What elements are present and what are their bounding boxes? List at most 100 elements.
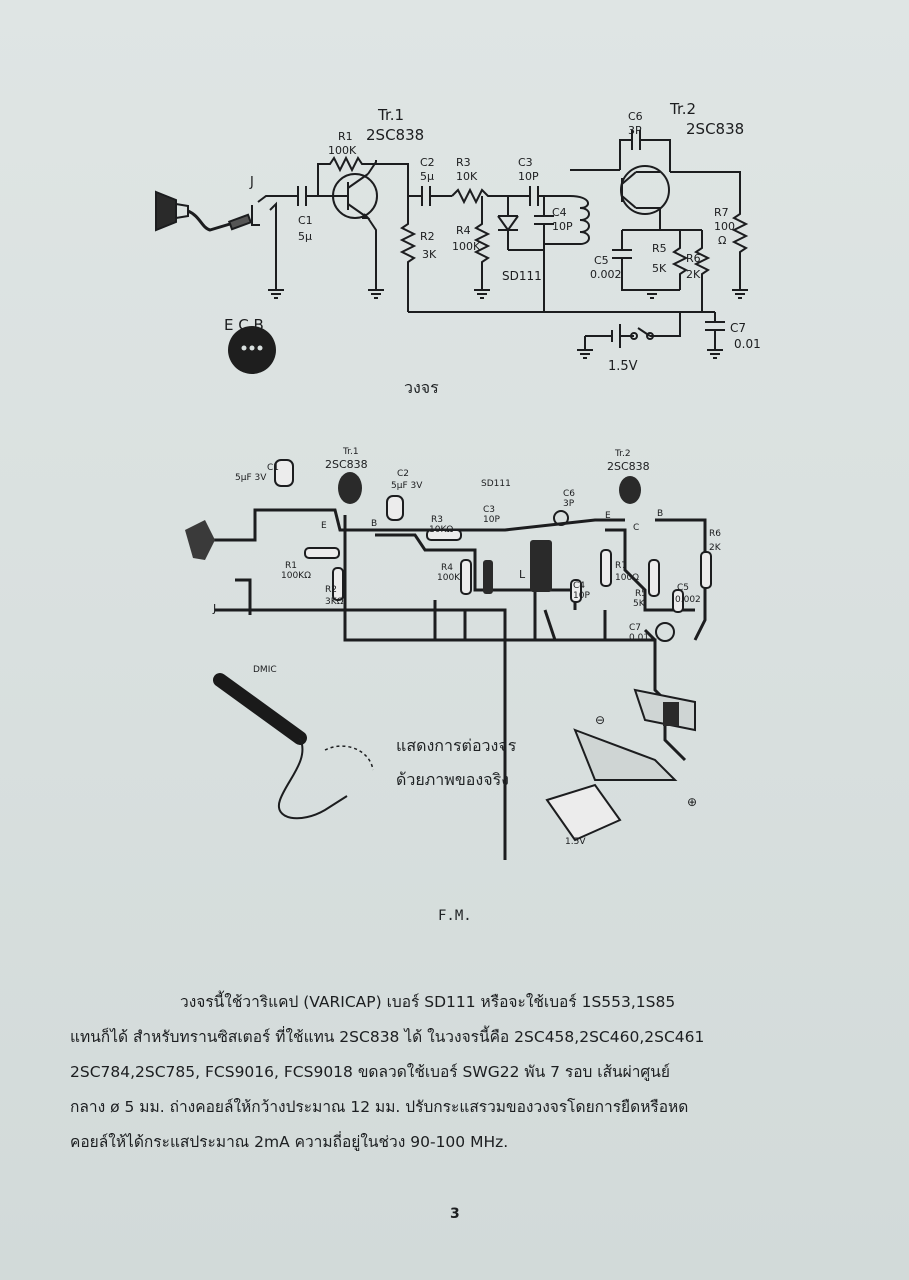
w-c3-label: C3	[483, 505, 495, 515]
tr2-label: Tr.2	[669, 100, 696, 118]
c5-body-icon	[672, 589, 684, 613]
w-e2-label: E	[605, 511, 611, 521]
r6-value: 2K	[686, 268, 701, 281]
w-r2-value: 3KΩ	[325, 597, 344, 607]
ecb-label: E C B	[224, 316, 264, 334]
r1-label: R1	[338, 130, 353, 143]
description-paragraph: วงจรนี้ใช้วาริแคป (VARICAP) เบอร์ SD111 …	[70, 985, 860, 1160]
w-r4-value: 100K	[437, 573, 461, 583]
w-c2-label: C2	[397, 469, 409, 479]
r1-value: 100K	[328, 144, 357, 157]
w-tr1-part: 2SC838	[325, 458, 368, 471]
r2-label: R2	[420, 230, 435, 243]
c7-label: C7	[730, 321, 746, 335]
c5-value: 0.002	[590, 268, 622, 281]
c1-value: 5μ	[298, 230, 312, 243]
w-b2-label: B	[657, 509, 663, 519]
w-r7-value: 100Ω	[615, 573, 639, 583]
diode-body-icon	[483, 560, 493, 594]
w-dmic-label: DMIC	[253, 665, 277, 675]
w-c1-value: 5μF 3V	[235, 473, 267, 483]
diode-label: SD111	[502, 269, 542, 283]
r4-body-icon	[460, 559, 472, 595]
w-c7-label: C7	[629, 623, 641, 633]
tr1-label: Tr.1	[377, 106, 404, 124]
c1-label: C1	[298, 214, 313, 227]
wiring-caption-2: ด้วยภาพของจริง	[396, 770, 509, 789]
c3-label: C3	[518, 156, 533, 169]
r6-label: R6	[686, 252, 701, 265]
tr2-body-icon	[619, 476, 641, 504]
w-batt-label: 1.5V	[565, 837, 586, 847]
w-l-label: L	[519, 568, 526, 581]
w-c4-value: 10P	[573, 591, 590, 601]
r4-label: R4	[456, 224, 471, 237]
coil-icon	[530, 540, 552, 592]
w-c6-value: 3P	[563, 499, 575, 509]
c4-label: C4	[552, 206, 567, 219]
w-c2-value: 5μF 3V	[391, 481, 423, 491]
battery-holder-icon	[573, 728, 678, 781]
w-tr1-label: Tr.1	[342, 447, 359, 457]
r2-value: 3K	[422, 248, 437, 261]
schematic-caption: วงจร	[404, 378, 439, 397]
w-c6-label: C6	[563, 489, 575, 499]
w-r3-value: 10KΩ	[429, 525, 453, 535]
r1-body-icon	[304, 547, 340, 559]
r3-body-icon	[426, 529, 462, 541]
w-r2-label: R2	[325, 585, 337, 595]
c7-body-icon	[655, 622, 675, 642]
c6-value: 3P	[628, 124, 642, 137]
c5-label: C5	[594, 254, 609, 267]
paragraph-line-4: กลาง ø 5 มม. ถ่างคอยล์ให้กว้างประมาณ 12 …	[70, 1098, 689, 1116]
paragraph-line-3: 2SC784,2SC785, FCS9016, FCS9018 ขดลวดใช้…	[70, 1063, 670, 1081]
c4-body-icon	[570, 579, 582, 603]
w-e1-label: E	[321, 521, 327, 531]
microphone-icon	[213, 673, 307, 745]
c1-body-icon	[274, 459, 294, 487]
battery-label: 1.5V	[608, 359, 638, 374]
r7-value-1: 100	[714, 220, 735, 233]
w-plus-label: ⊕	[687, 795, 697, 809]
r3-label: R3	[456, 156, 471, 169]
w-r4-label: R4	[441, 563, 453, 573]
paragraph-line-5: คอยล์ให้ได้กระแสประมาณ 2mA ความถี่อยู่ใน…	[70, 1133, 509, 1151]
w-c1-label: C1	[267, 463, 279, 473]
r3-value: 10K	[456, 170, 478, 183]
c6-label: C6	[628, 110, 643, 123]
w-c4-label: C4	[573, 581, 585, 591]
r7-label: R7	[714, 206, 729, 219]
w-r6-value: 2K	[709, 543, 722, 553]
tr2-part: 2SC838	[686, 120, 744, 138]
r7-value-2: Ω	[718, 234, 726, 247]
w-r6-label: R6	[709, 529, 721, 539]
w-j-label: J	[212, 602, 216, 615]
w-c5-label: C5	[677, 583, 689, 593]
r5-label: R5	[652, 242, 667, 255]
page-number: 3	[450, 1206, 460, 1222]
jack-icon	[185, 520, 215, 560]
battery-icon	[545, 783, 622, 842]
w-r5-value: 5K	[633, 599, 646, 609]
r2-body-icon	[332, 567, 344, 601]
wiring-diagram: C1 5μF 3V Tr.1 2SC838 C2 5μF 3V SD111 C6…	[185, 447, 722, 860]
w-c2-pin-label: C	[633, 523, 639, 533]
fm-label: F.M.	[438, 908, 472, 924]
w-minus-label: ⊖	[595, 713, 605, 727]
c2-value: 5μ	[420, 170, 434, 183]
w-r1-value: 100KΩ	[281, 571, 311, 581]
circuit-schematic: Tr.1 2SC838 R1 100K J C1 5μ C2 5μ R2 3K …	[155, 100, 761, 374]
c4-value: 10P	[552, 220, 573, 233]
r7-body-icon	[600, 549, 612, 587]
c2-label: C2	[420, 156, 435, 169]
r5-value: 5K	[652, 262, 667, 275]
w-tr2-label: Tr.2	[614, 449, 631, 459]
w-r5-label: R5	[635, 589, 647, 599]
w-c7-value: 0.01	[629, 633, 649, 643]
tr1-part: 2SC838	[366, 126, 424, 144]
paragraph-line-1: วงจรนี้ใช้วาริแคป (VARICAP) เบอร์ SD111 …	[180, 993, 676, 1011]
w-tr2-part: 2SC838	[607, 460, 650, 473]
c3-value: 10P	[518, 170, 539, 183]
w-r1-label: R1	[285, 561, 297, 571]
